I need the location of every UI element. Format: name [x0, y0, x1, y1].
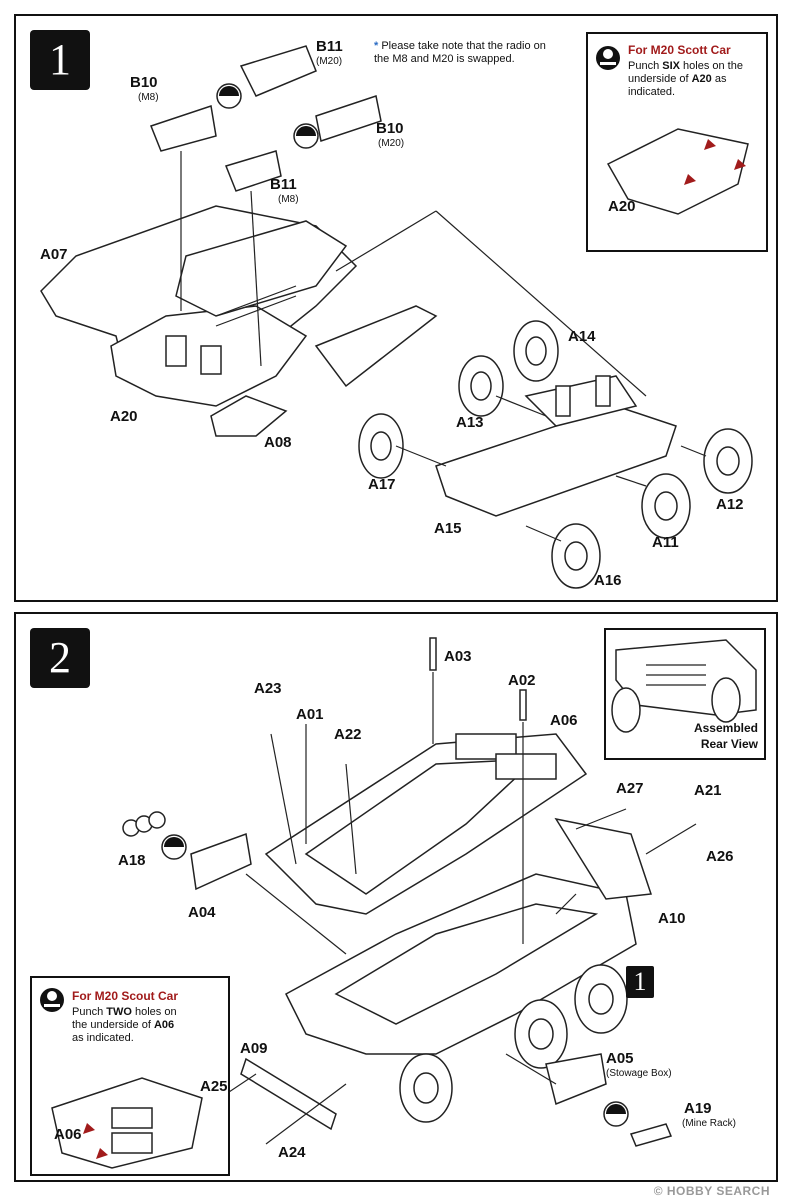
label-a22: A22 — [334, 726, 362, 743]
note-asterisk: * — [374, 40, 379, 52]
label-a18: A18 — [118, 852, 146, 869]
m20-punch-drawing — [596, 46, 749, 215]
label-a03: A03 — [444, 648, 472, 665]
radio-swap-note: * Please take note that the radio on the… — [374, 40, 559, 66]
label-a10: A10 — [658, 910, 686, 927]
label-a19-sub: (Mine Rack) — [682, 1118, 736, 1129]
inset-text-after: as indicated. — [628, 73, 727, 98]
rear-view-caption: Assembled Rear View — [693, 721, 758, 751]
label-a25: A25 — [200, 1078, 228, 1095]
label-b10-m8-sub: (M8) — [138, 92, 159, 103]
paint-marker-icon — [216, 83, 242, 109]
a02-part — [519, 689, 527, 721]
label-a05-sub: (Stowage Box) — [606, 1068, 672, 1079]
a10-part — [554, 817, 653, 900]
step-1-drawing — [40, 45, 753, 589]
inset-title: For M20 Scott Car — [628, 43, 731, 57]
label-b10-m20-sub: (M20) — [378, 138, 405, 149]
label-a01: A01 — [296, 706, 324, 723]
inset-part: A20 — [691, 73, 712, 85]
a04-part — [190, 832, 252, 891]
label-a21: A21 — [694, 782, 722, 799]
label-a23: A23 — [254, 680, 282, 697]
a19-part — [629, 1123, 673, 1147]
paint-marker-icon — [161, 834, 187, 860]
label-a09: A09 — [240, 1040, 268, 1057]
label-a12: A12 — [716, 496, 744, 513]
b11-m8-radio-part — [224, 150, 282, 192]
m20-punch-inset-2: For M20 Scout Car Punch TWO holes on the… — [30, 976, 230, 1176]
step-2-drawing — [122, 637, 697, 1147]
label-a13: A13 — [456, 414, 484, 431]
label-a02: A02 — [508, 672, 536, 689]
wheel-a16-part — [551, 523, 601, 589]
label-b10-m20: B10 — [376, 120, 404, 137]
inset-part-label: A20 — [608, 198, 636, 215]
wheel-a13-part — [458, 355, 504, 417]
inset-text-mid: holes on the underside of — [72, 1006, 177, 1031]
rear-view-inset: Assembled Rear View — [604, 628, 766, 760]
watermark: © HOBBY SEARCH — [653, 1184, 770, 1198]
wheel-a14-part — [513, 320, 559, 382]
inset-text-mid: holes on the underside of — [628, 60, 743, 85]
inset-instructions-2: Punch TWO holes on the underside of A06 … — [72, 1006, 182, 1045]
label-a04: A04 — [188, 904, 216, 921]
label-a27: A27 — [616, 780, 644, 797]
step-reference-badge: 1 — [626, 966, 654, 998]
step-1-panel: 1 * Please take note that the radio on t… — [14, 14, 778, 602]
inset-instructions: Punch SIX holes on the underside of A20 … — [628, 60, 762, 99]
a05-part — [545, 1053, 607, 1106]
label-a17: A17 — [368, 476, 396, 493]
note-text: Please take note that the radio on the M… — [374, 40, 546, 65]
label-a26: A26 — [706, 848, 734, 865]
wheel-a11-part — [641, 473, 691, 539]
inset-title-2: For M20 Scout Car — [72, 989, 179, 1003]
label-a15: A15 — [434, 520, 462, 537]
step-number-badge: 2 — [30, 628, 90, 688]
paint-marker-icon — [603, 1101, 629, 1127]
step-2-panel: 2 Assembled Rear View For M20 Scout Car … — [14, 612, 778, 1182]
wheel-a12-part — [703, 428, 753, 494]
label-b11-m8: B11 — [270, 176, 297, 193]
label-b10-m8: B10 — [130, 74, 158, 91]
a09-part — [240, 1057, 337, 1131]
b10-m8-radio-part — [150, 105, 217, 152]
m20-punch-drawing-2 — [40, 988, 203, 1169]
rear-view-drawing — [611, 639, 757, 733]
label-a06: A06 — [550, 712, 578, 729]
label-a14: A14 — [568, 328, 596, 345]
m20-punch-inset: For M20 Scott Car Punch SIX holes on the… — [586, 32, 768, 252]
label-b11-m8-sub: (M8) — [278, 194, 299, 205]
label-a19: A19 — [684, 1100, 712, 1117]
hull-tub-part — [40, 205, 438, 437]
upper-hull-part — [264, 733, 588, 915]
label-b11-m20-sub: (M20) — [316, 56, 343, 67]
label-a16: A16 — [594, 572, 622, 589]
inset-text-after: as indicated. — [72, 1032, 134, 1044]
label-a08: A08 — [264, 434, 292, 451]
inset-text-before: Punch — [628, 60, 663, 72]
label-b11-m20: B11 — [316, 38, 343, 55]
paint-marker-icon — [293, 123, 319, 149]
label-a20: A20 — [110, 408, 138, 425]
inset-text-before: Punch — [72, 1006, 107, 1018]
label-a11: A11 — [652, 534, 679, 551]
inset-part: A06 — [153, 1019, 175, 1031]
label-a24: A24 — [278, 1144, 306, 1161]
a03-part — [429, 637, 437, 671]
chassis-frame-part — [435, 375, 677, 517]
inset-count: SIX — [662, 60, 680, 72]
wheel-a17-part — [358, 413, 404, 479]
warning-icon — [40, 988, 64, 1012]
label-a05: A05 — [606, 1050, 634, 1067]
inset-count: TWO — [106, 1006, 132, 1018]
assembled-hull-part — [285, 873, 637, 1123]
warning-icon — [596, 46, 620, 70]
b11-m20-radio-part — [239, 45, 317, 97]
b10-m20-radio-part — [315, 95, 382, 142]
a18-part — [122, 811, 166, 837]
step-number-badge: 1 — [30, 30, 90, 90]
inset-part-label-2: A06 — [54, 1126, 82, 1143]
label-a07: A07 — [40, 246, 68, 263]
